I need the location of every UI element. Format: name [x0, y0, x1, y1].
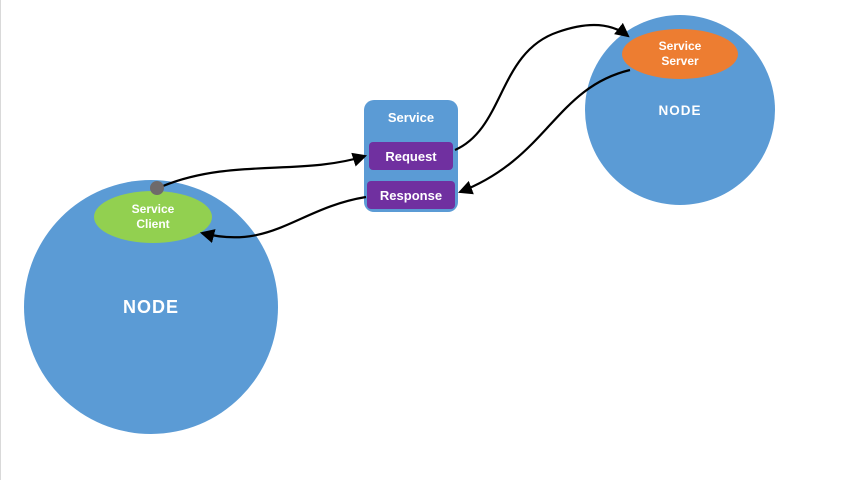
- service-server-label-line2: Server: [661, 54, 699, 68]
- connection-dot: [150, 181, 164, 195]
- service-client-ellipse: Service Client: [94, 191, 212, 243]
- service-server-label-line1: Service: [658, 39, 702, 53]
- response-label: Response: [379, 187, 443, 203]
- right-node-label: NODE: [658, 102, 702, 118]
- left-node-label: NODE: [122, 296, 179, 317]
- service-server-ellipse: Service Server: [622, 29, 738, 79]
- request-label: Request: [385, 148, 437, 164]
- response-box: Response: [367, 181, 455, 209]
- request-box: Request: [369, 142, 453, 170]
- service-client-label-line2: Client: [136, 217, 170, 231]
- service-client-label-line1: Service: [131, 202, 175, 216]
- frame-edge: [0, 0, 1, 480]
- arrow-client-to-request: [162, 152, 368, 188]
- service-box: Service Request Response: [364, 100, 458, 212]
- service-box-title: Service: [387, 110, 435, 125]
